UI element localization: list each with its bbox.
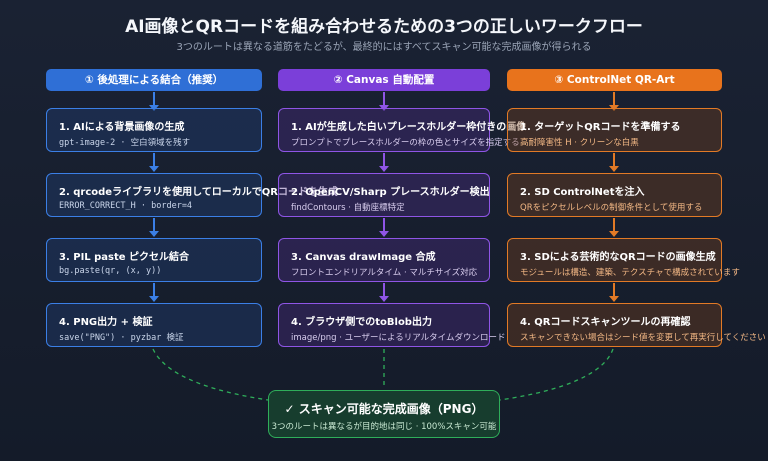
step-detail: image/png · ユーザーによるリアルタイムダウンロード [291, 333, 506, 343]
step-box-canvas-1: 1. AIが生成した白いプレースホルダー枠付きの画像 プロンプトでプレースホルダ… [278, 108, 526, 152]
step-title: 4. QRコードスキャンツールの再確認 [520, 317, 691, 328]
step-box-canvas-4: 4. ブラウザ側でのtoBlob出力 image/png · ユーザーによるリア… [278, 303, 505, 347]
flow-arrow [609, 283, 619, 302]
step-box-canvas-3: 3. Canvas drawImage 合成 フロントエンドリアルタイム · マ… [278, 238, 490, 282]
column-header-controlnet: ③ ControlNet QR-Art [507, 69, 722, 91]
step-detail: 高耐障害性 H · クリーンな白黒 [520, 138, 639, 148]
column-header-postprocess: ① 後処理による結合（推奨） [46, 69, 262, 91]
step-detail: save("PNG") · pyzbar 検証 [59, 333, 184, 343]
flow-arrow [149, 153, 159, 172]
step-detail: QRをピクセルレベルの制御条件として使用する [520, 203, 703, 213]
step-box-controlnet-4: 4. QRコードスキャンツールの再確認 スキャンできない場合はシード値を変更して… [507, 303, 766, 347]
step-title: 3. Canvas drawImage 合成 [291, 252, 436, 263]
step-title: 3. SDによる芸術的なQRコードの画像生成 [520, 252, 716, 263]
flow-arrow [609, 218, 619, 237]
step-title: 2. OpenCV/Sharp プレースホルダー検出 [291, 187, 490, 198]
flow-arrow [149, 218, 159, 237]
step-detail: gpt-image-2 · 空白領域を残す [59, 138, 191, 148]
flow-arrow [379, 153, 389, 172]
step-title: 1. AIによる背景画像の生成 [59, 122, 185, 133]
diagram-subtitle: 3つのルートは異なる道筋をたどるが、最終的にはすべてスキャン可能な完成画像が得ら… [176, 42, 592, 53]
step-box-postprocess-2: 2. qrcodeライブラリを使用してローカルでQRコードを生成 ERROR_C… [46, 173, 338, 217]
column-header-canvas: ② Canvas 自動配置 [278, 69, 490, 91]
step-detail: bg.paste(qr, (x, y)) [59, 266, 162, 276]
step-detail: ERROR_CORRECT_H · border=4 [59, 201, 193, 211]
diagram-title: AI画像とQRコードを組み合わせるための3つの正しいワークフロー [125, 17, 643, 37]
step-title: 4. PNG出力 + 検証 [59, 317, 153, 328]
result-box: ✓ スキャン可能な完成画像（PNG） 3つのルートは異なるが目的地は同じ · 1… [268, 390, 500, 438]
step-box-postprocess-1: 1. AIによる背景画像の生成 gpt-image-2 · 空白領域を残す [46, 108, 262, 152]
step-title: 2. qrcodeライブラリを使用してローカルでQRコードを生成 [59, 187, 338, 198]
flow-arrow [379, 283, 389, 302]
result-subtitle: 3つのルートは異なるが目的地は同じ · 100%スキャン可能 [271, 422, 497, 432]
result-title: ✓ スキャン可能な完成画像（PNG） [284, 402, 484, 416]
connector-controlnet [499, 348, 614, 401]
step-detail: モジュールは構造、建築、テクスチャで構成されています [520, 268, 740, 278]
step-title: 1. AIが生成した白いプレースホルダー枠付きの画像 [291, 122, 527, 133]
step-detail: スキャンできない場合はシード値を変更して再実行してください [520, 333, 766, 343]
flow-arrow [609, 153, 619, 172]
step-box-controlnet-2: 2. SD ControlNetを注入 QRをピクセルレベルの制御条件として使用… [507, 173, 722, 217]
step-box-controlnet-3: 3. SDによる芸術的なQRコードの画像生成 モジュールは構造、建築、テクスチャ… [507, 238, 740, 282]
flow-arrow [379, 218, 389, 237]
step-title: 2. SD ControlNetを注入 [520, 187, 645, 198]
connector-postprocess [152, 348, 269, 401]
step-box-postprocess-3: 3. PIL paste ピクセル結合 bg.paste(qr, (x, y)) [46, 238, 262, 282]
step-detail: findContours · 自動座標特定 [291, 203, 405, 213]
step-box-canvas-2: 2. OpenCV/Sharp プレースホルダー検出 findContours … [278, 173, 490, 217]
flow-arrow [149, 283, 159, 302]
step-title: 1. ターゲットQRコードを準備する [520, 122, 681, 133]
step-detail: フロントエンドリアルタイム · マルチサイズ対応 [291, 268, 478, 278]
step-detail: プロンプトでプレースホルダーの枠の色とサイズを指定する [291, 138, 520, 148]
step-box-controlnet-1: 1. ターゲットQRコードを準備する 高耐障害性 H · クリーンな白黒 [507, 108, 722, 152]
step-title: 4. ブラウザ側でのtoBlob出力 [291, 317, 432, 328]
step-box-postprocess-4: 4. PNG出力 + 検証 save("PNG") · pyzbar 検証 [46, 303, 262, 347]
step-title: 3. PIL paste ピクセル結合 [59, 252, 190, 263]
